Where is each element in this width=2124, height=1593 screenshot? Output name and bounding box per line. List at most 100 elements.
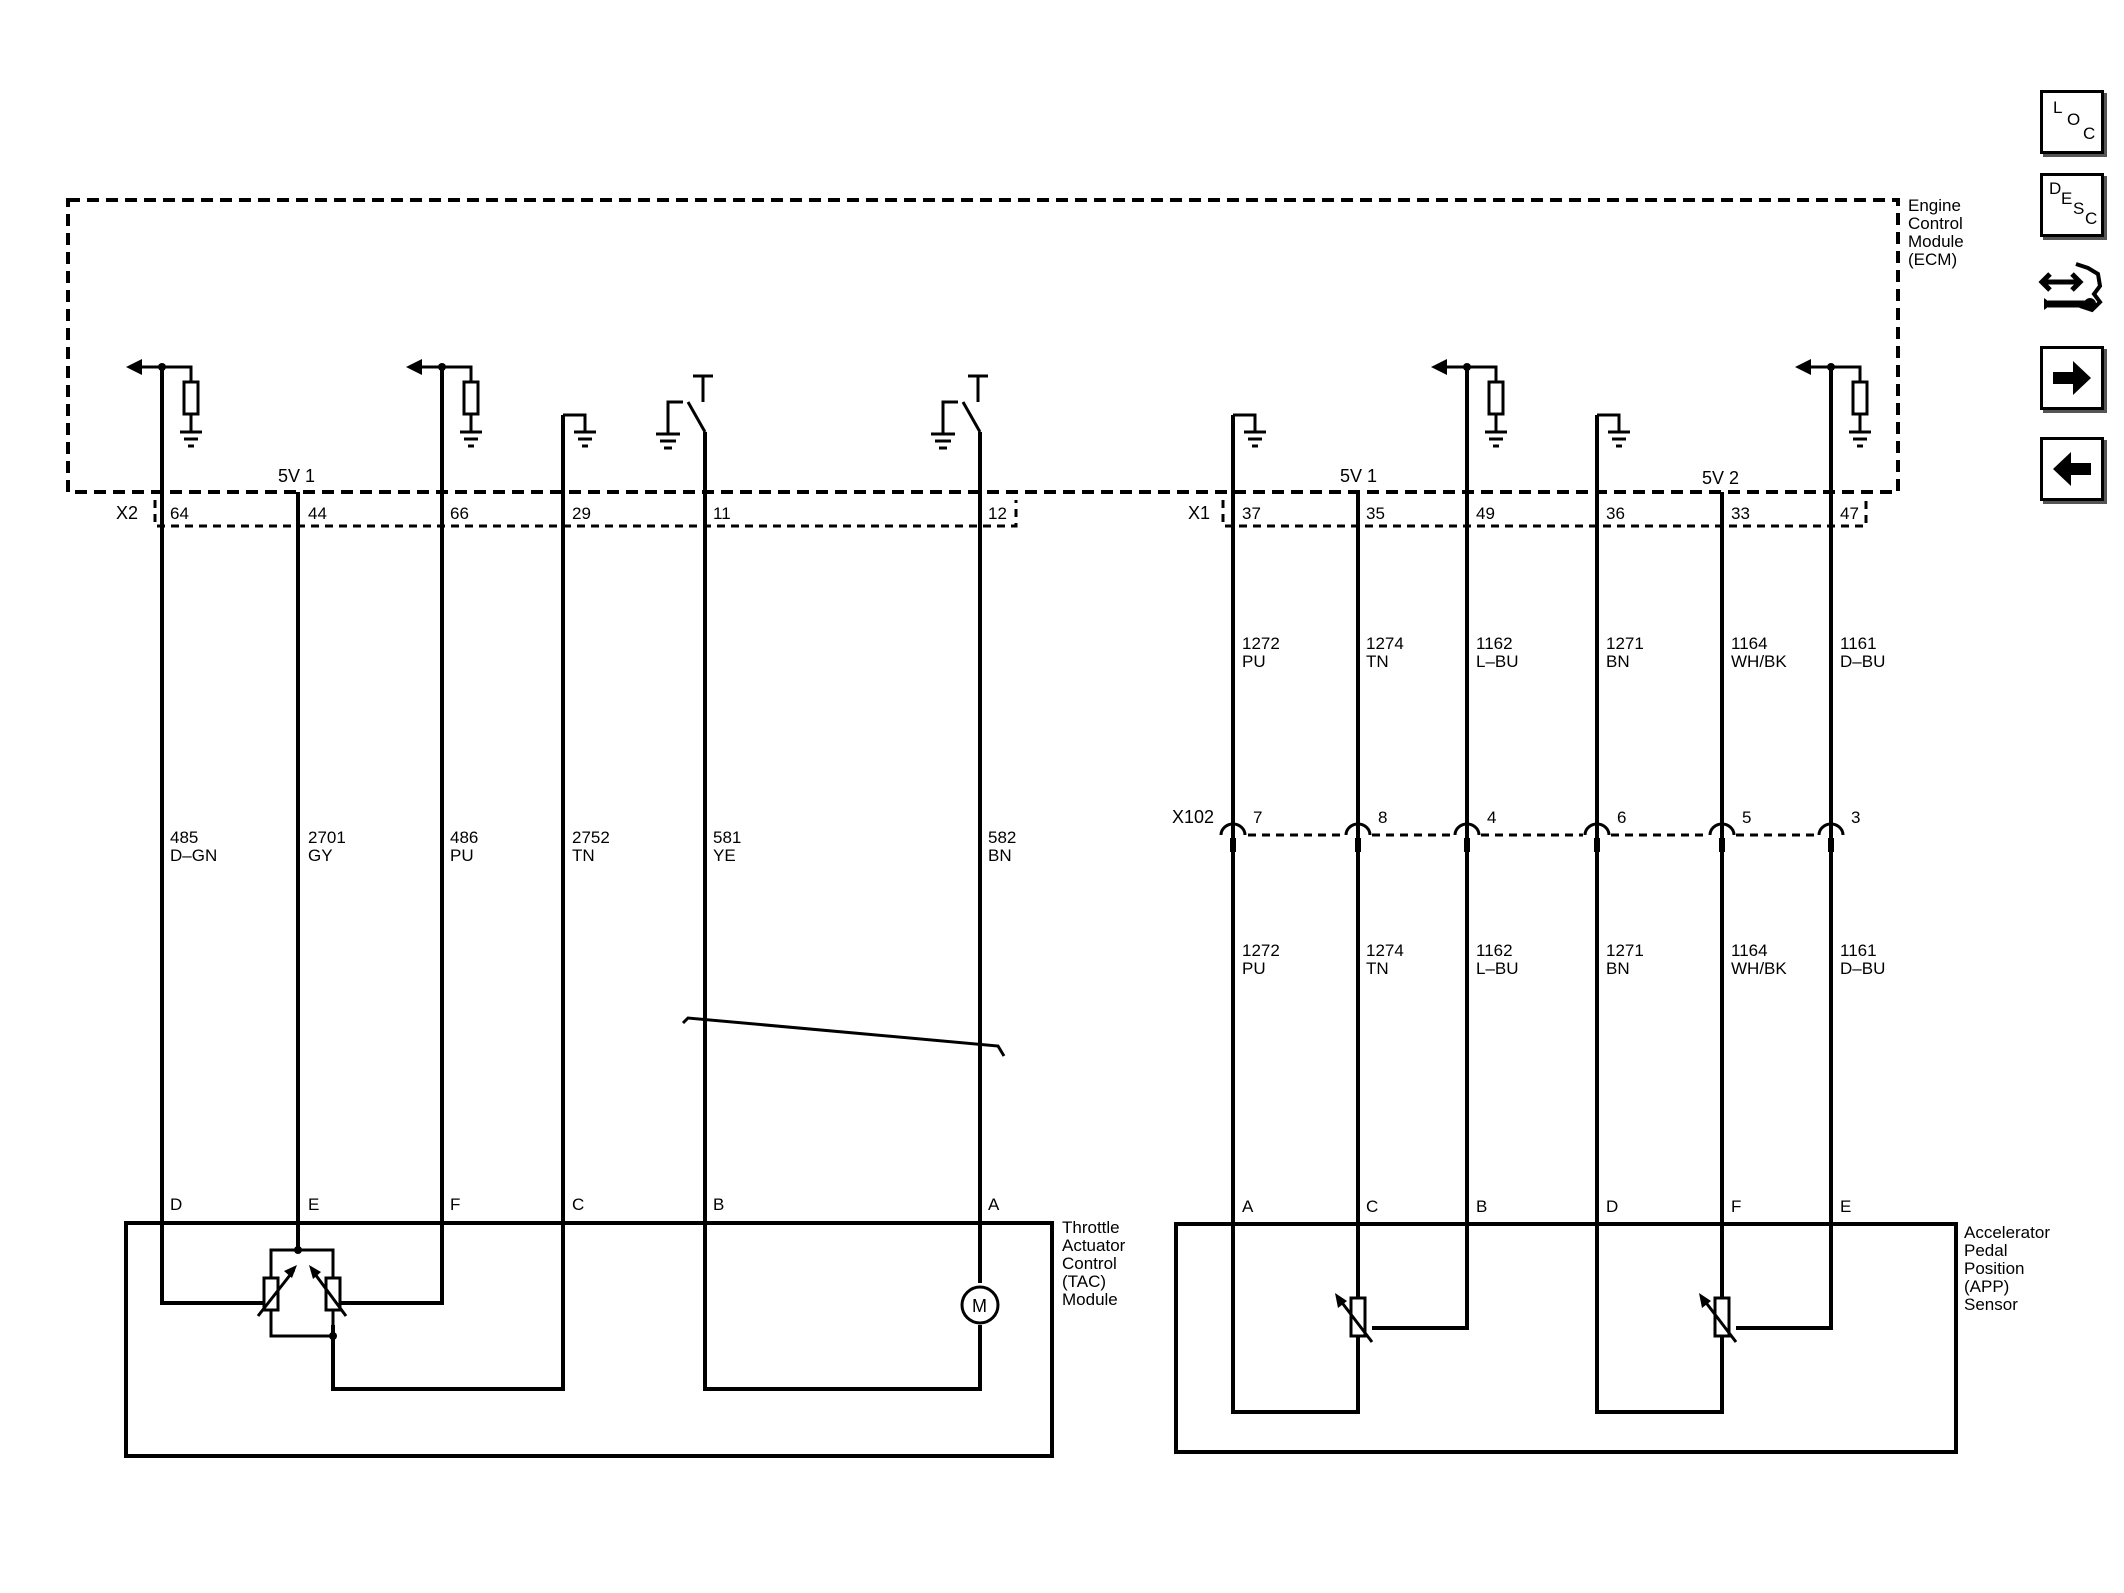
svg-text:BN: BN bbox=[988, 846, 1012, 865]
svg-text:11: 11 bbox=[713, 504, 731, 523]
wire-app-b bbox=[1372, 359, 1507, 1330]
app-component-pins: A C B D F E bbox=[1242, 1197, 1851, 1216]
app-circuit-labels-lower: 1272 PU 1274 TN 1162 L–BU 1271 BN 1164 W… bbox=[1242, 941, 1885, 978]
svg-text:M: M bbox=[972, 1296, 987, 1316]
svg-text:7: 7 bbox=[1253, 808, 1262, 827]
svg-text:Sensor: Sensor bbox=[1964, 1295, 2018, 1314]
svg-text:33: 33 bbox=[1731, 504, 1750, 523]
svg-text:L–BU: L–BU bbox=[1476, 959, 1519, 978]
tac-dual-sensor bbox=[256, 1246, 348, 1340]
svg-text:Accelerator: Accelerator bbox=[1964, 1223, 2050, 1242]
arrow-left-icon bbox=[2053, 452, 2091, 486]
connector-x2-outline bbox=[153, 500, 1018, 528]
connector-tool-button[interactable] bbox=[2036, 258, 2108, 330]
svg-text:1161: 1161 bbox=[1840, 941, 1877, 960]
svg-text:A: A bbox=[988, 1195, 1000, 1214]
svg-text:B: B bbox=[1476, 1197, 1487, 1216]
svg-text:E: E bbox=[308, 1195, 319, 1214]
svg-text:582: 582 bbox=[988, 828, 1016, 847]
connector-x2-label: X2 bbox=[116, 503, 138, 523]
svg-text:1272: 1272 bbox=[1242, 941, 1280, 960]
app-sensor-2-potentiometer bbox=[1699, 1293, 1738, 1343]
svg-text:GY: GY bbox=[308, 846, 333, 865]
svg-text:D: D bbox=[1606, 1197, 1618, 1216]
wire-tac-c bbox=[331, 413, 596, 1391]
svg-text:29: 29 bbox=[572, 504, 591, 523]
svg-text:A: A bbox=[1242, 1197, 1254, 1216]
desc-letter-c: C bbox=[2085, 209, 2098, 228]
svg-text:2752: 2752 bbox=[572, 828, 610, 847]
app-circuit-labels-upper: 1272 PU 1274 TN 1162 L–BU 1271 BN 1164 W… bbox=[1242, 634, 1885, 671]
loc-letter-o: O bbox=[2067, 110, 2081, 129]
tac-component-pins: D E F C B A bbox=[170, 1195, 1000, 1214]
svg-text:C: C bbox=[1366, 1197, 1378, 1216]
svg-text:PU: PU bbox=[1242, 652, 1266, 671]
inline-connector-x102: X102 7 8 4 6 5 3 bbox=[1172, 807, 1860, 852]
app-label: Accelerator Pedal Position (APP) Sensor bbox=[1964, 1223, 2050, 1314]
svg-text:2701: 2701 bbox=[308, 828, 346, 847]
svg-text:35: 35 bbox=[1366, 504, 1385, 523]
svg-text:3: 3 bbox=[1851, 808, 1860, 827]
wire-tac-f bbox=[336, 359, 482, 1305]
loc-button[interactable]: L O C bbox=[2040, 90, 2104, 154]
svg-text:64: 64 bbox=[170, 504, 189, 523]
svg-text:PU: PU bbox=[450, 846, 474, 865]
svg-text:49: 49 bbox=[1476, 504, 1495, 523]
ecm-label: Engine Control Module (ECM) bbox=[1908, 196, 1964, 269]
connector-wrench-icon bbox=[2038, 262, 2103, 313]
ecm-enclosure bbox=[66, 198, 1900, 494]
app-sensor-box bbox=[1174, 1222, 1958, 1454]
tac-circuit-labels: 485 D–GN 2701 GY 486 PU 2752 TN 581 YE 5… bbox=[170, 828, 1016, 865]
svg-text:36: 36 bbox=[1606, 504, 1625, 523]
svg-text:D–BU: D–BU bbox=[1840, 959, 1885, 978]
svg-text:D–GN: D–GN bbox=[170, 846, 217, 865]
svg-text:Position: Position bbox=[1964, 1259, 2024, 1278]
svg-text:66: 66 bbox=[450, 504, 469, 523]
wire-app-e bbox=[1736, 359, 1871, 1330]
arrow-right-icon bbox=[2053, 361, 2091, 395]
svg-text:1164: 1164 bbox=[1731, 941, 1768, 960]
svg-text:1272: 1272 bbox=[1242, 634, 1280, 653]
desc-letter-s: S bbox=[2073, 199, 2085, 218]
tac-module-box bbox=[124, 1221, 1054, 1458]
svg-text:BN: BN bbox=[1606, 959, 1630, 978]
svg-text:WH/BK: WH/BK bbox=[1731, 959, 1787, 978]
svg-text:C: C bbox=[572, 1195, 584, 1214]
app-sensor-1-potentiometer bbox=[1335, 1293, 1374, 1343]
svg-text:1164: 1164 bbox=[1731, 634, 1768, 653]
connector-x1-label: X1 bbox=[1188, 503, 1210, 523]
next-button[interactable] bbox=[2040, 346, 2104, 410]
svg-text:WH/BK: WH/BK bbox=[1731, 652, 1787, 671]
svg-text:(APP): (APP) bbox=[1964, 1277, 2009, 1296]
svg-text:PU: PU bbox=[1242, 959, 1266, 978]
svg-text:TN: TN bbox=[1366, 652, 1389, 671]
svg-text:TN: TN bbox=[1366, 959, 1389, 978]
connector-x1-outline bbox=[1221, 500, 1868, 528]
svg-text:37: 37 bbox=[1242, 504, 1261, 523]
wire-app-a bbox=[1231, 413, 1360, 1414]
previous-button[interactable] bbox=[2040, 437, 2104, 501]
app-ecm-pins: 37 35 49 36 33 47 bbox=[1242, 504, 1859, 523]
svg-text:5: 5 bbox=[1742, 808, 1751, 827]
ref-5v1-tac: 5V 1 bbox=[278, 466, 315, 486]
motor-icon: M bbox=[960, 1285, 1000, 1325]
svg-text:581: 581 bbox=[713, 828, 741, 847]
svg-text:BN: BN bbox=[1606, 652, 1630, 671]
svg-text:1162: 1162 bbox=[1476, 941, 1513, 960]
svg-text:486: 486 bbox=[450, 828, 478, 847]
desc-button[interactable]: D E S C bbox=[2040, 173, 2104, 237]
ref-5v2-app: 5V 2 bbox=[1702, 468, 1739, 488]
svg-text:YE: YE bbox=[713, 846, 736, 865]
svg-text:485: 485 bbox=[170, 828, 198, 847]
svg-text:F: F bbox=[450, 1195, 460, 1214]
svg-text:(ECM): (ECM) bbox=[1908, 250, 1957, 269]
svg-text:1271: 1271 bbox=[1606, 941, 1644, 960]
desc-letter-d: D bbox=[2049, 179, 2062, 198]
svg-text:1274: 1274 bbox=[1366, 634, 1404, 653]
svg-text:1271: 1271 bbox=[1606, 634, 1644, 653]
loc-letter-l: L bbox=[2053, 98, 2063, 117]
loc-letter-c: C bbox=[2083, 124, 2096, 143]
svg-text:Control: Control bbox=[1062, 1254, 1117, 1273]
ref-5v1-app: 5V 1 bbox=[1340, 466, 1377, 486]
